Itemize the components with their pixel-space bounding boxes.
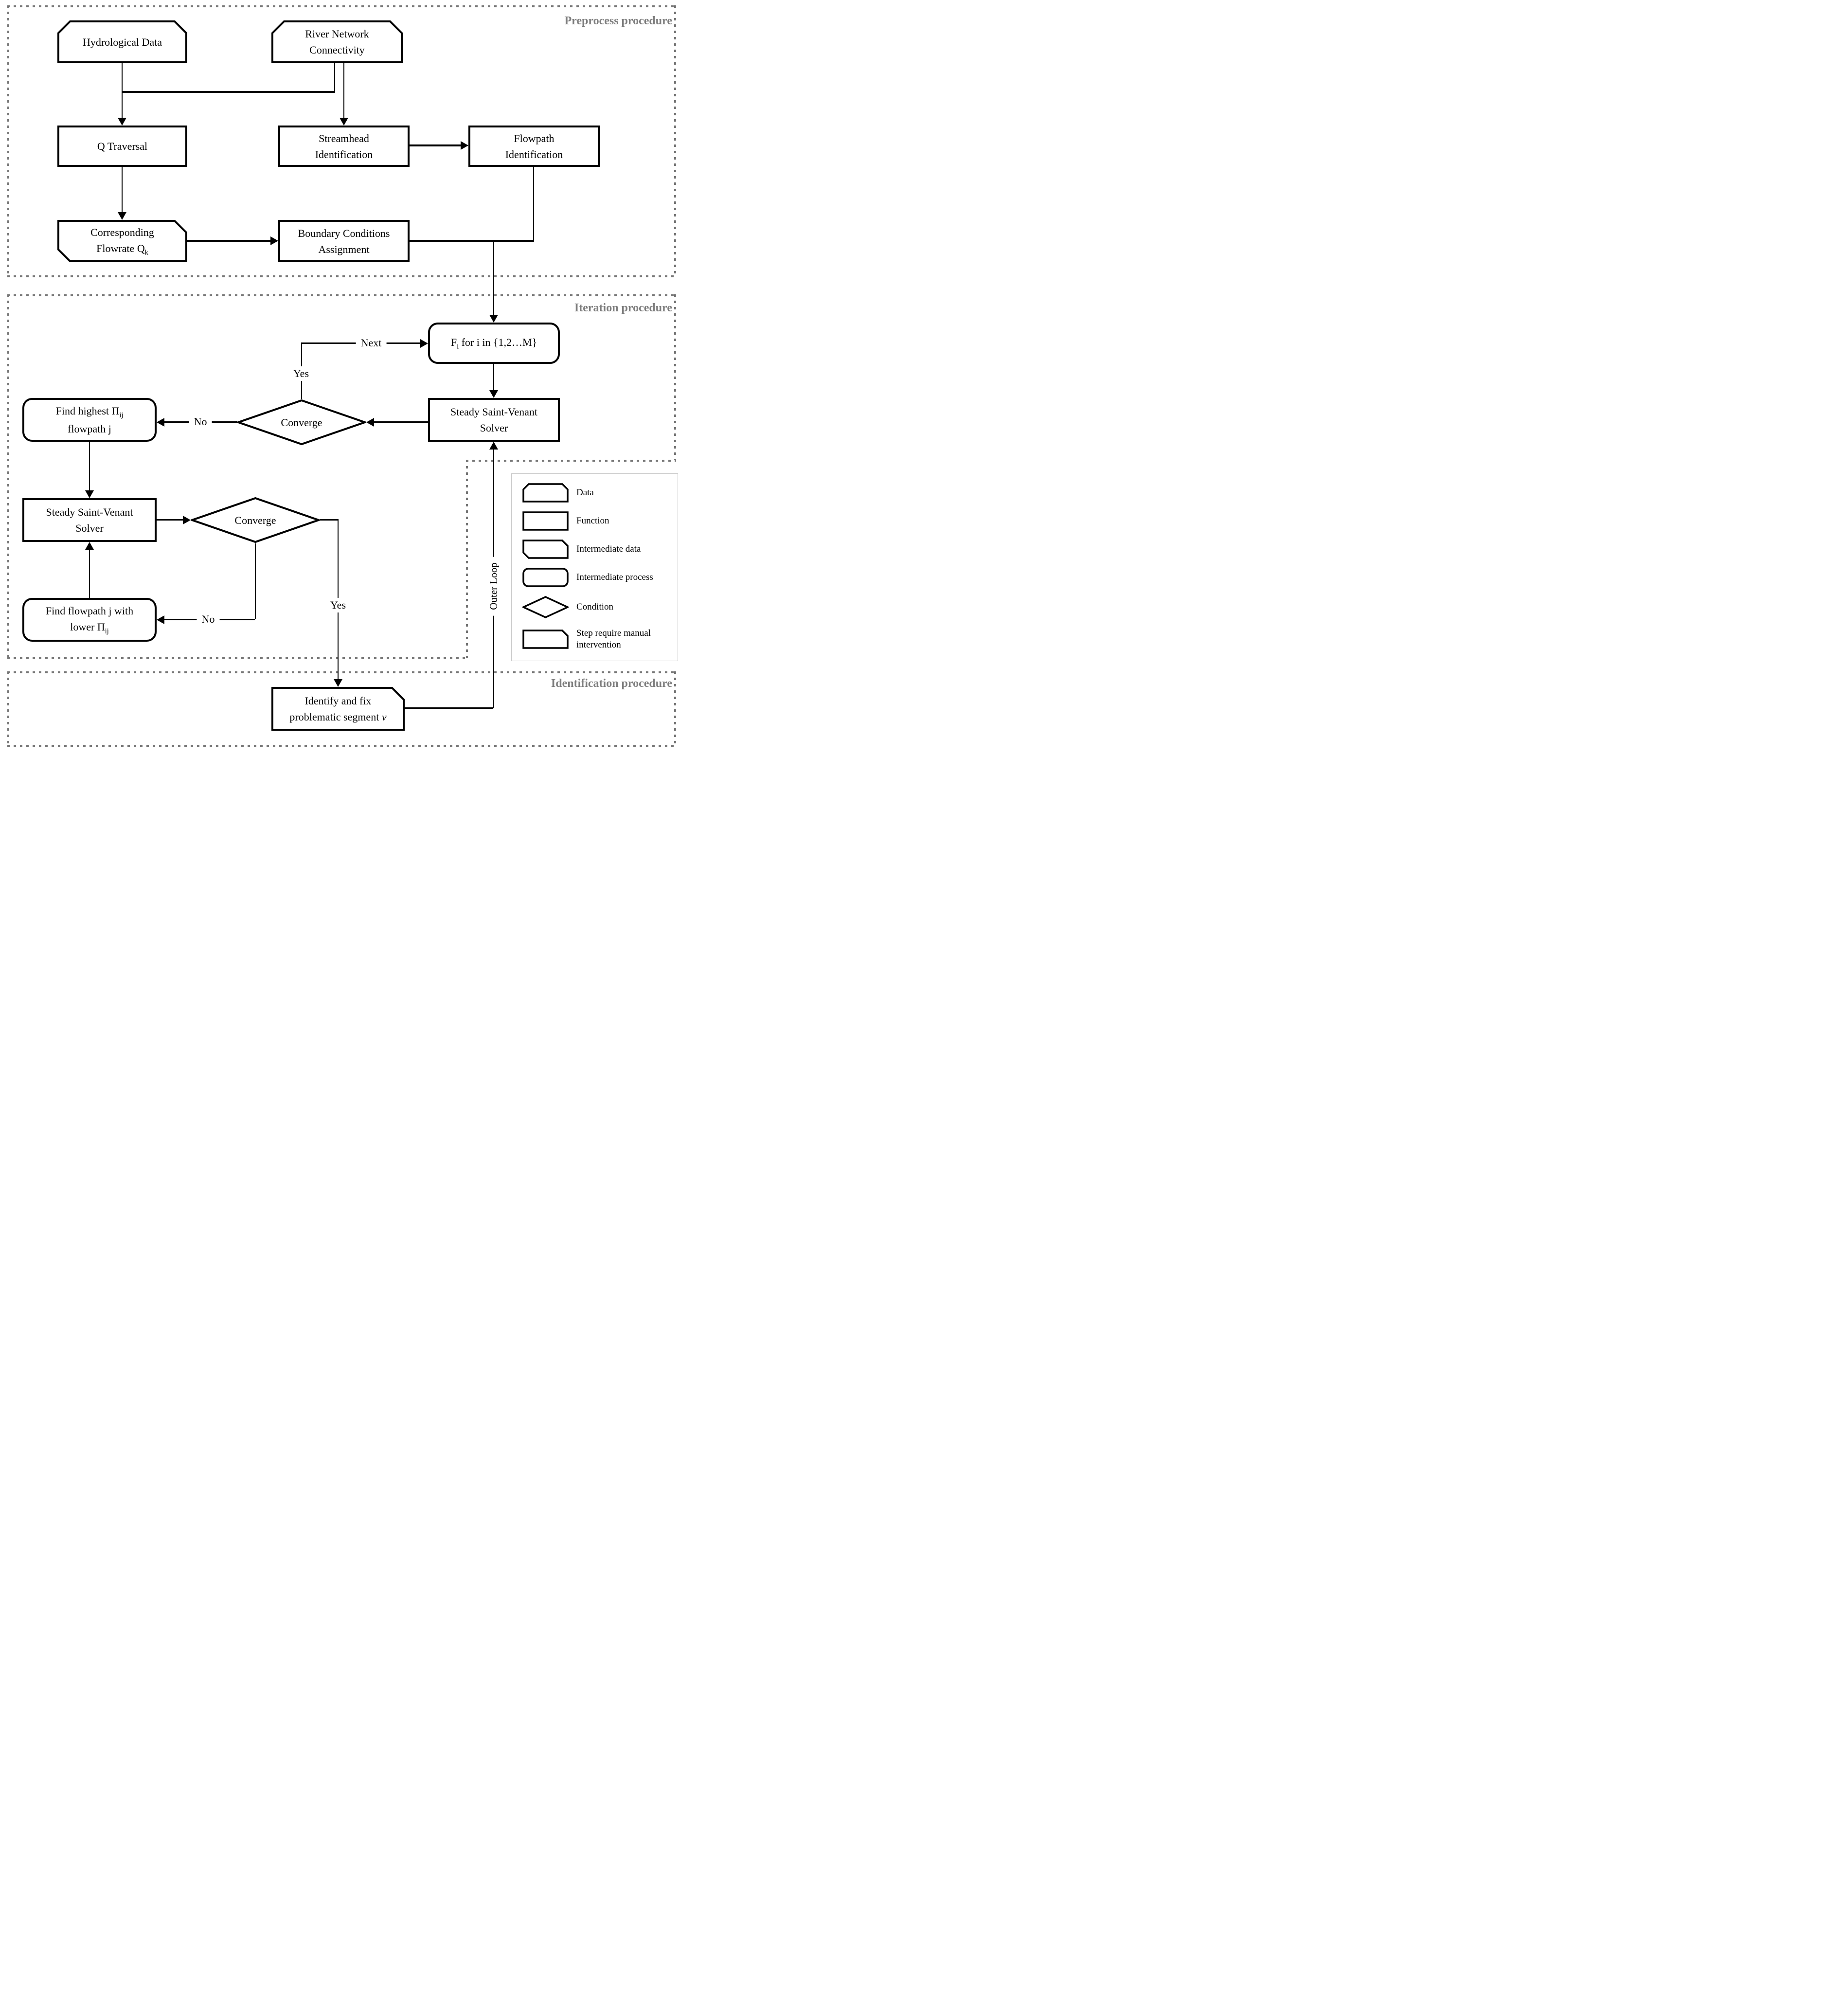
connector-river-branch-horizontal	[122, 91, 335, 93]
connector-hydro-to-qtraversal	[122, 63, 123, 118]
data-shape	[57, 20, 187, 63]
node-find-lower-flowpath: Find flowpath j with lower Πij	[22, 598, 157, 642]
arrowhead-into-converge-lower	[183, 516, 191, 524]
node-fi-iterator: Fi for i in {1,2…M}	[428, 323, 560, 364]
identification-border-top	[7, 671, 676, 673]
arrowhead-next-into-fi	[420, 339, 428, 348]
condition-diamond-shape	[237, 399, 366, 446]
iteration-border-right	[674, 294, 676, 460]
section-label-preprocess: Preprocess procedure	[564, 15, 672, 27]
edge-label-next: Next	[356, 336, 387, 350]
intermediate-process-shape-icon	[522, 568, 569, 588]
connector-flowrate-to-boundary	[187, 240, 270, 242]
node-boundary-conditions-assignment: Boundary Conditions Assignment	[278, 220, 410, 262]
legend-item-data: Data	[522, 483, 678, 503]
arrowhead-into-qtraversal	[118, 118, 126, 126]
preprocess-border-right	[674, 5, 676, 277]
edge-label-no-lower: No	[197, 612, 220, 627]
edge-label-yes-upper: Yes	[288, 366, 314, 381]
connector-solver-to-converge	[374, 421, 428, 423]
preprocess-border-left	[7, 5, 9, 277]
legend-item-manual-step: Step require manual intervention	[522, 628, 678, 651]
connector-solverleft-to-converge	[157, 519, 183, 521]
arrowhead-into-flowpath	[461, 141, 468, 150]
preprocess-border-top	[7, 5, 676, 7]
arrowhead-into-findlower	[157, 615, 164, 624]
connector-river-branch-down	[334, 63, 335, 92]
connector-findlower-to-solver	[89, 550, 90, 598]
connector-streamhead-to-flowpath	[410, 144, 461, 146]
node-streamhead-identification: Streamhead Identification	[278, 126, 410, 167]
intermediate-data-shape	[57, 220, 187, 262]
connector-flowpath-down	[533, 167, 534, 241]
arrowhead-into-findhighest	[157, 418, 164, 427]
manual-step-shape-icon	[522, 630, 569, 649]
arrowhead-into-solver-right	[489, 390, 498, 398]
function-shape-icon	[522, 511, 569, 531]
node-find-highest-flowpath: Find highest Πij flowpath j	[22, 398, 157, 442]
edge-label-outer-loop: Outer Loop	[486, 557, 501, 616]
section-label-iteration: Iteration procedure	[574, 302, 672, 314]
iteration-border-bottom	[7, 657, 468, 659]
node-steady-saint-venant-solver-left: Steady Saint-Venant Solver	[22, 498, 157, 542]
node-converge-lower: Converge	[191, 497, 320, 543]
iteration-border-left	[7, 294, 9, 659]
condition-shape-icon	[522, 596, 569, 619]
connector-findhighest-to-solver	[89, 442, 90, 490]
connector-river-to-streamhead	[343, 63, 344, 118]
edge-label-yes-lower: Yes	[325, 598, 351, 612]
node-identify-fix-segment: Identify and fix problematic segment v	[271, 687, 405, 731]
connector-fi-to-solver	[493, 364, 494, 390]
connector-identify-right	[405, 707, 493, 709]
connector-qtraversal-to-flowrate	[122, 167, 123, 212]
identification-border-bottom	[7, 745, 676, 747]
manual-step-shape	[271, 687, 405, 731]
node-steady-saint-venant-solver-right: Steady Saint-Venant Solver	[428, 398, 560, 442]
arrowhead-into-streamhead	[340, 118, 348, 126]
identification-border-right	[674, 671, 676, 747]
data-shape-icon	[522, 483, 569, 503]
legend-item-function: Function	[522, 511, 678, 531]
arrowhead-into-solver-left	[85, 490, 94, 498]
arrowhead-into-fi	[489, 315, 498, 323]
legend: Data Function Intermediate data Intermed…	[511, 473, 678, 661]
connector-convergelower-down	[255, 543, 256, 619]
identification-border-left	[7, 671, 9, 747]
iteration-border-top	[7, 294, 676, 296]
node-q-traversal: Q Traversal	[57, 126, 187, 167]
node-corresponding-flowrate: Corresponding Flowrate Qk	[57, 220, 187, 262]
flowchart-canvas: Preprocess procedure Iteration procedure…	[0, 0, 683, 755]
arrowhead-into-boundary	[270, 236, 278, 245]
condition-diamond-shape	[191, 497, 320, 543]
arrowhead-into-identify	[334, 679, 342, 687]
node-flowpath-identification: Flowpath Identification	[468, 126, 600, 167]
connector-convergelower-yes-right	[320, 519, 339, 521]
arrowhead-into-flowrate	[118, 212, 126, 220]
iteration-border-notch-left	[466, 460, 468, 659]
data-shape	[271, 20, 403, 63]
connector-down-to-fi	[493, 241, 494, 315]
preprocess-border-bottom	[7, 275, 676, 277]
node-hydrological-data: Hydrological Data	[57, 20, 187, 63]
legend-item-condition: Condition	[522, 596, 678, 619]
node-converge-upper: Converge	[237, 399, 366, 446]
iteration-border-notch-top	[466, 460, 676, 462]
section-label-identification: Identification procedure	[551, 677, 672, 690]
intermediate-data-shape-icon	[522, 540, 569, 559]
legend-item-intermediate-data: Intermediate data	[522, 540, 678, 559]
node-river-network-connectivity: River Network Connectivity	[271, 20, 403, 63]
legend-item-intermediate-process: Intermediate process	[522, 568, 678, 588]
edge-label-no-upper: No	[189, 414, 212, 429]
connector-boundary-output	[410, 240, 534, 242]
arrowhead-outerloop-into-solver	[489, 442, 498, 450]
arrowhead-findlower-into-solver	[85, 542, 94, 550]
arrowhead-into-converge-upper	[366, 418, 374, 427]
